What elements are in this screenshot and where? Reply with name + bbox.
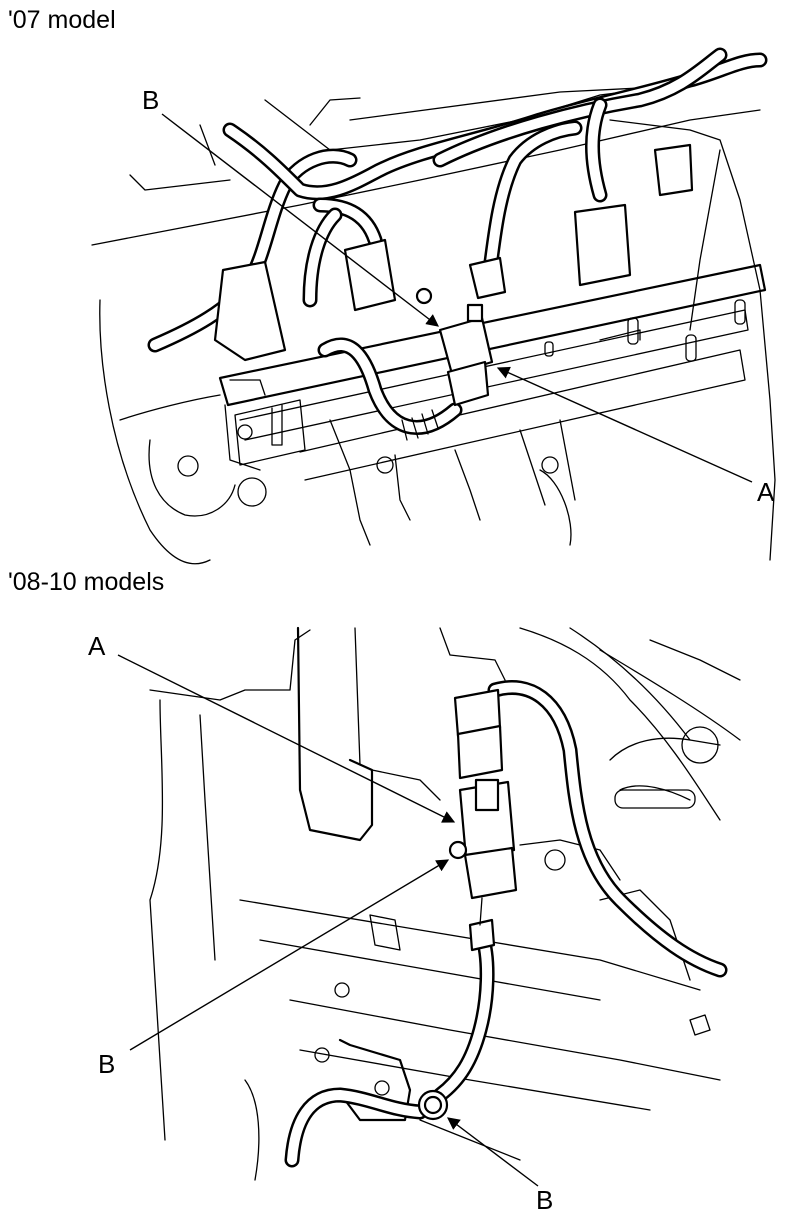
view-08-10-illustration <box>149 626 741 1181</box>
leader-a-bottom <box>117 654 456 823</box>
leader-b2-bottom <box>446 1117 539 1187</box>
callout-b1-bottom: B <box>98 1049 116 1079</box>
callout-a-bottom: A <box>88 631 106 661</box>
callout-a-top: A <box>757 477 775 507</box>
leader-b1-bottom <box>129 859 450 1051</box>
callout-b2-bottom: B <box>536 1185 554 1215</box>
harness-upper <box>487 680 728 978</box>
steering-column-outline <box>296 626 374 842</box>
leader-a-top <box>496 366 753 483</box>
callout-b-top: B <box>142 85 160 115</box>
body-panel-outline <box>91 109 761 246</box>
view-07-illustration <box>91 47 776 565</box>
view-heading-08-10-models: '08-10 models <box>8 568 165 596</box>
leader-b-top <box>161 113 439 327</box>
mounting-bracket-rail <box>218 263 767 407</box>
view-heading-07-model: '07 model <box>8 6 116 34</box>
